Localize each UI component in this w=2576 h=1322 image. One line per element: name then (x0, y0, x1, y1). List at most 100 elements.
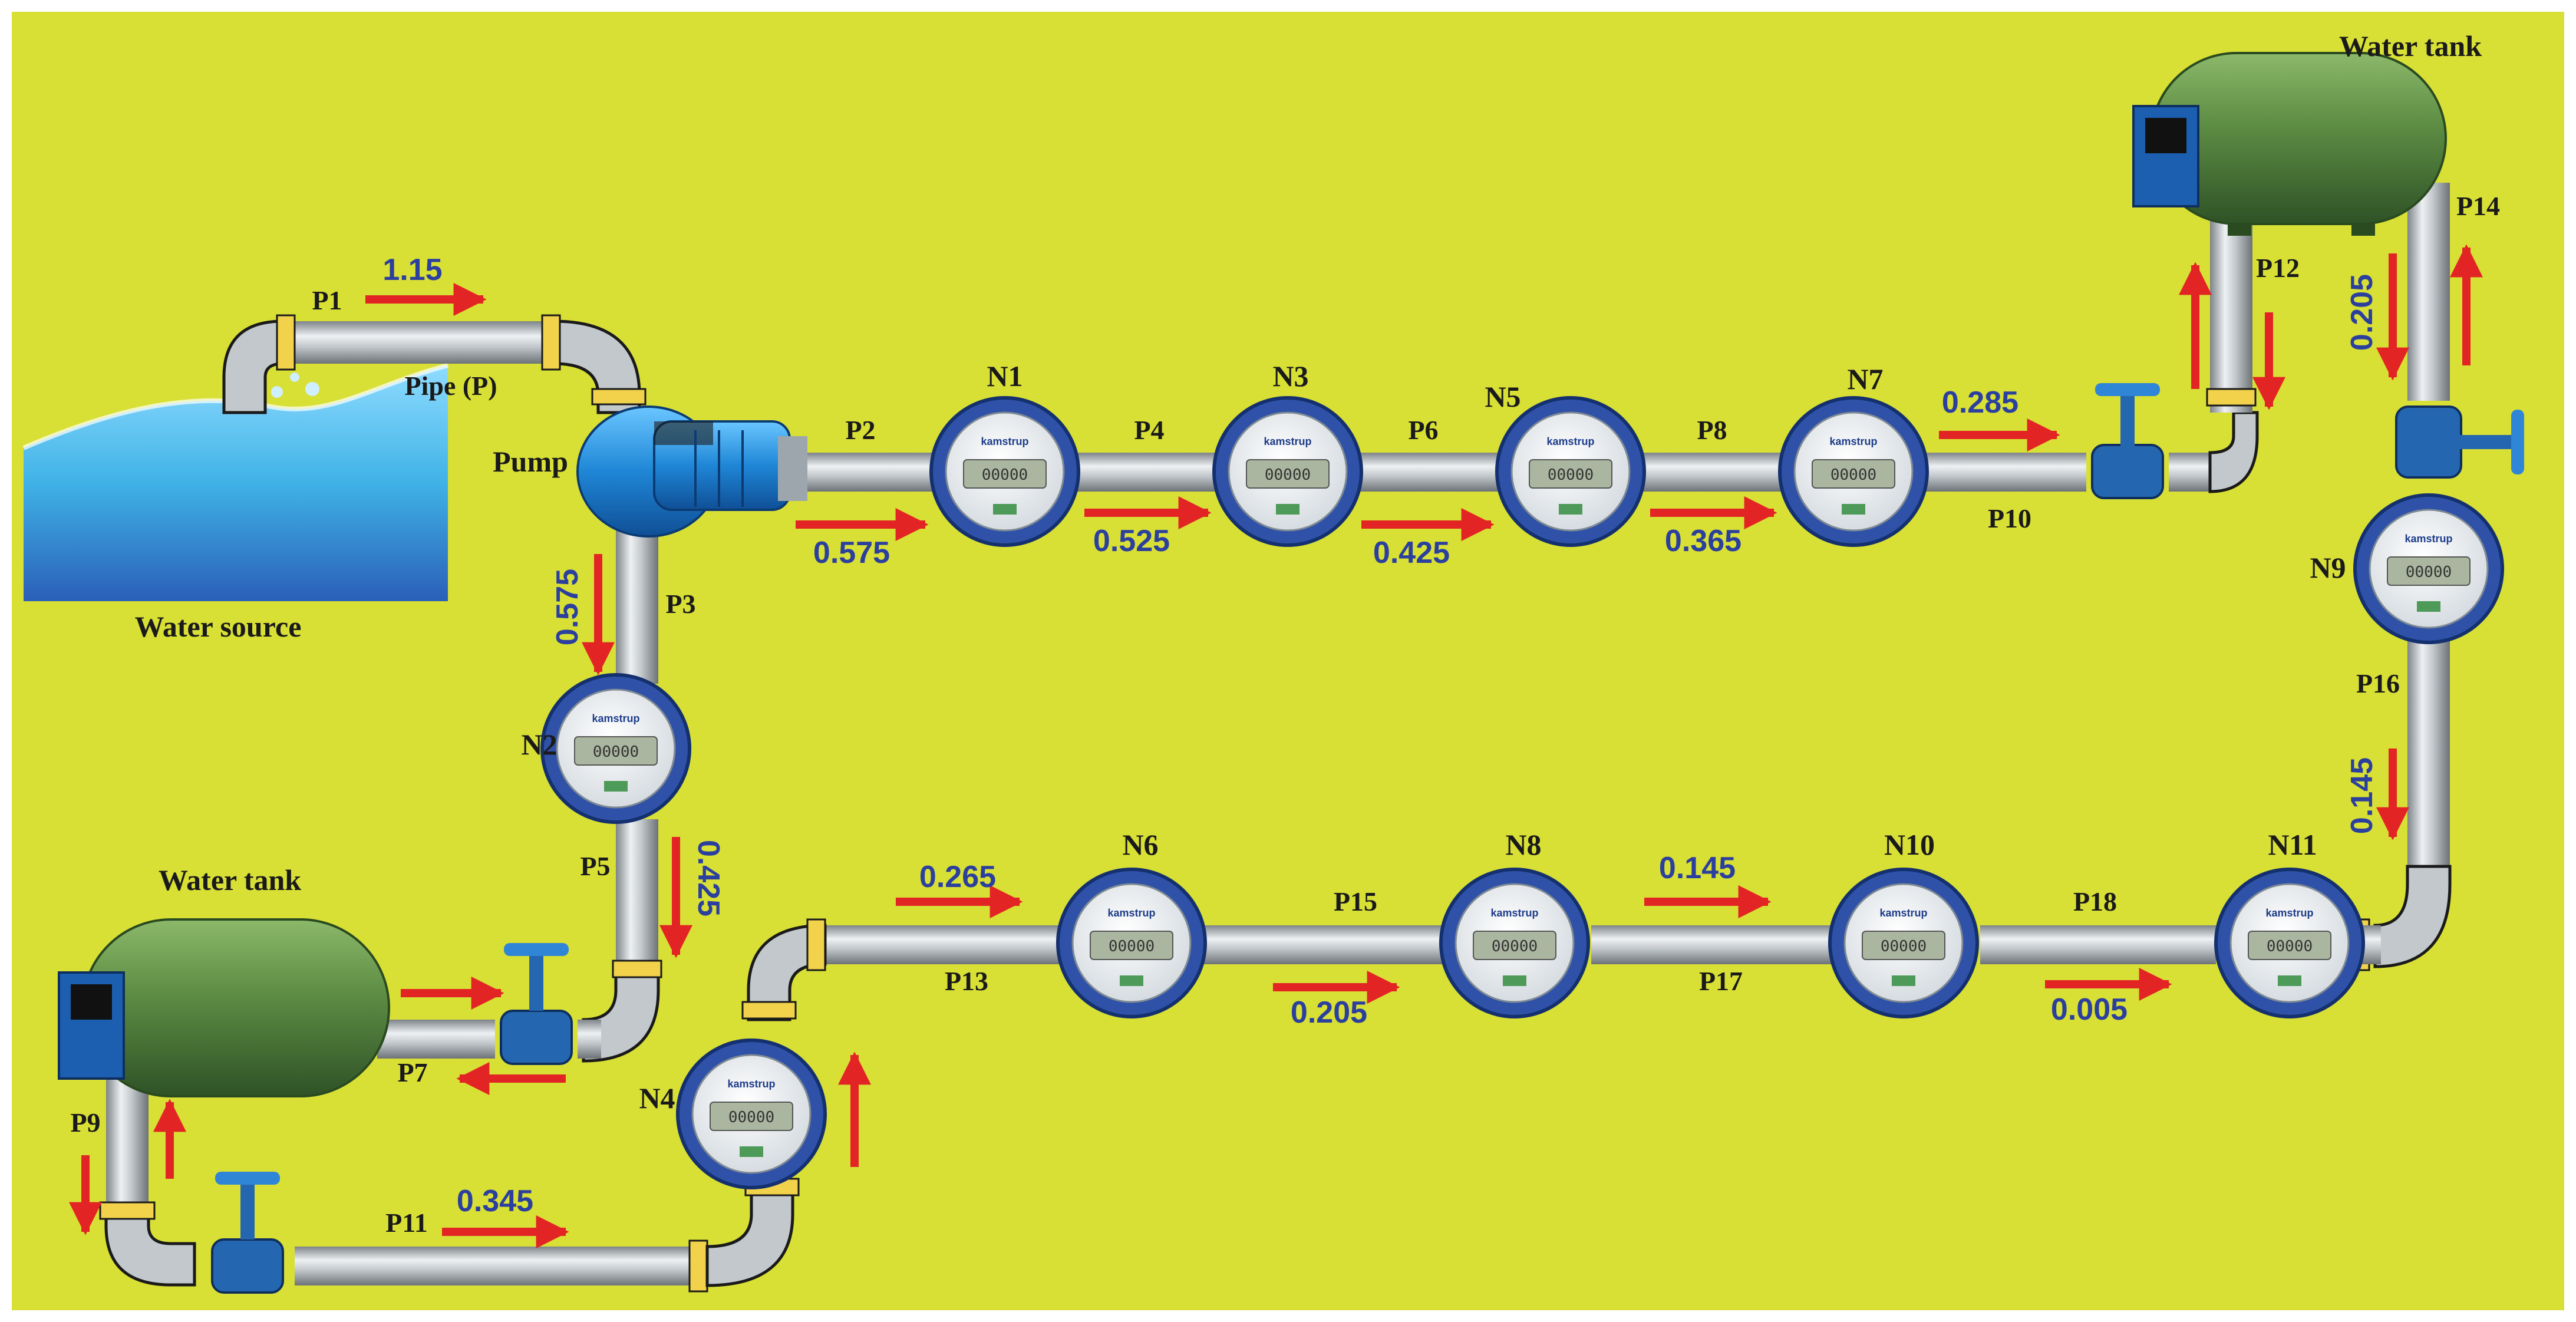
meter-brand-2: kamstrup (592, 713, 639, 724)
meter-brand-8: kamstrup (1490, 907, 1538, 919)
water-tank-top-label: Water tank (2339, 29, 2482, 62)
node-label-n7: N7 (1847, 362, 1883, 395)
flow-value-p10: 0.285 (1942, 385, 2018, 420)
pipe-label-p9: P9 (70, 1107, 100, 1138)
pump-label: Pump (493, 445, 568, 478)
pipe-label-p12: P12 (2256, 253, 2300, 283)
valve-p7 (500, 943, 573, 1065)
pipe-label-p4: P4 (1134, 415, 1164, 445)
meter-brand-10: kamstrup (1879, 907, 1927, 919)
pipe-label-p17: P17 (1699, 966, 1743, 996)
water-meter-1: kamstrup 00000 (929, 396, 1080, 547)
flow-value-p4: 0.525 (1093, 524, 1170, 558)
meter-brand-1: kamstrup (981, 436, 1028, 447)
node-label-n1: N1 (987, 360, 1023, 393)
pipe-p9 (106, 1079, 149, 1214)
node-label-n2: N2 (521, 728, 557, 761)
node-label-n3: N3 (1272, 360, 1308, 393)
meter-brand-4: kamstrup (727, 1078, 775, 1090)
flow-value-p13: 0.265 (919, 860, 996, 894)
meter-brand-9: kamstrup (2405, 533, 2452, 545)
pipe-label-p3: P3 (665, 589, 695, 619)
pipe-p5 (616, 819, 658, 972)
pipe-label-p6: P6 (1408, 415, 1438, 445)
pipe-p8 (1638, 453, 1786, 492)
meter-reading-1: 00000 (982, 466, 1028, 484)
node-label-n5: N5 (1485, 380, 1520, 413)
pipe-p2 (802, 453, 937, 492)
pipe-label-p5: P5 (580, 851, 610, 881)
node-label-n9: N9 (2310, 551, 2346, 584)
meter-brand-3: kamstrup (1264, 436, 1311, 447)
pipe-label-p18: P18 (2073, 886, 2117, 917)
pipe-label-p10: P10 (1988, 503, 2031, 533)
pipe-label-p2: P2 (845, 415, 875, 445)
pipe-p17 (1591, 925, 1839, 964)
meter-brand-6: kamstrup (1107, 907, 1155, 919)
meter-reading-2: 00000 (593, 743, 639, 761)
node-label-n8: N8 (1505, 828, 1541, 861)
flow-value-p14: 0.205 (2345, 274, 2379, 351)
flow-value-p2: 0.575 (813, 536, 890, 570)
pipe-label-p11: P11 (385, 1208, 428, 1238)
water-tank-bottom (58, 918, 390, 1097)
pipe-p1 (283, 321, 554, 364)
flow-value-p8: 0.365 (1665, 524, 1741, 558)
meter-reading-5: 00000 (1548, 466, 1594, 484)
water-meter-9: kamstrup 00000 (2353, 493, 2504, 644)
meter-brand-7: kamstrup (1829, 436, 1877, 447)
flow-value-p11: 0.345 (457, 1184, 533, 1218)
meter-reading-7: 00000 (1830, 466, 1876, 484)
flow-arrows (69, 244, 2483, 1248)
meter-brand-5: kamstrup (1546, 436, 1594, 447)
pipe-p11 (295, 1247, 707, 1285)
meter-reading-9: 00000 (2406, 563, 2452, 581)
pipe-p15 (1202, 925, 1450, 964)
pipe-label-p16: P16 (2356, 668, 2400, 698)
node-label-n11: N11 (2268, 828, 2317, 861)
meter-reading-10: 00000 (1881, 938, 1927, 955)
valve-p14 (2395, 405, 2524, 479)
flow-value-p16: 0.145 (2345, 757, 2379, 834)
water-source-label: Water source (135, 610, 302, 643)
pipe-label-p7: P7 (397, 1057, 427, 1087)
meters: kamstrup 00000 kamstrup 00000 kamstrup 00000 k… (540, 396, 2504, 1189)
pipe-p11-elbow (705, 1183, 794, 1287)
pipe-p18 (1980, 925, 2216, 964)
flow-value-p18: 0.005 (2051, 993, 2128, 1027)
node-label-n6: N6 (1122, 828, 1158, 861)
flow-value-p15: 0.205 (1291, 995, 1367, 1030)
pipe-label-p14: P14 (2456, 191, 2500, 221)
pipe-p10 (1921, 453, 2086, 492)
meter-reading-6: 00000 (1109, 938, 1155, 955)
water-tank-bottom-label: Water tank (159, 863, 301, 896)
pipe-p7 (377, 1020, 495, 1059)
pipe-p13 (825, 925, 1061, 964)
pipe-p10-out (2169, 453, 2210, 492)
water-meter-7: kamstrup 00000 (1778, 396, 1929, 547)
valve-p10 (2091, 383, 2164, 499)
diagram-background (12, 12, 2564, 1310)
pipe-p7-b (578, 1020, 601, 1059)
pipe-p12 (2210, 218, 2252, 413)
pipe-p18-elbow (2373, 865, 2452, 968)
pipe-label-p13: P13 (945, 966, 988, 996)
pipes (99, 183, 2452, 1293)
water-meter-3: kamstrup 00000 (1212, 396, 1363, 547)
pipe-p4 (1073, 453, 1220, 492)
pipe-p6 (1355, 453, 1503, 492)
node-label-n10: N10 (1884, 828, 1935, 861)
water-tank-top (2132, 52, 2447, 236)
pipe-label-p8: P8 (1697, 415, 1727, 445)
valve-p11 (211, 1172, 284, 1294)
pump (576, 405, 807, 538)
pipe-legend-label: Pipe (P) (404, 371, 497, 401)
meter-reading-3: 00000 (1265, 466, 1311, 484)
meter-reading-4: 00000 (728, 1109, 774, 1126)
water-meter-5: kamstrup 00000 (1495, 396, 1646, 547)
flow-value-p3: 0.575 (550, 569, 585, 645)
pipe-p14 (2407, 183, 2450, 401)
flow-value-p1: 1.15 (382, 253, 442, 287)
